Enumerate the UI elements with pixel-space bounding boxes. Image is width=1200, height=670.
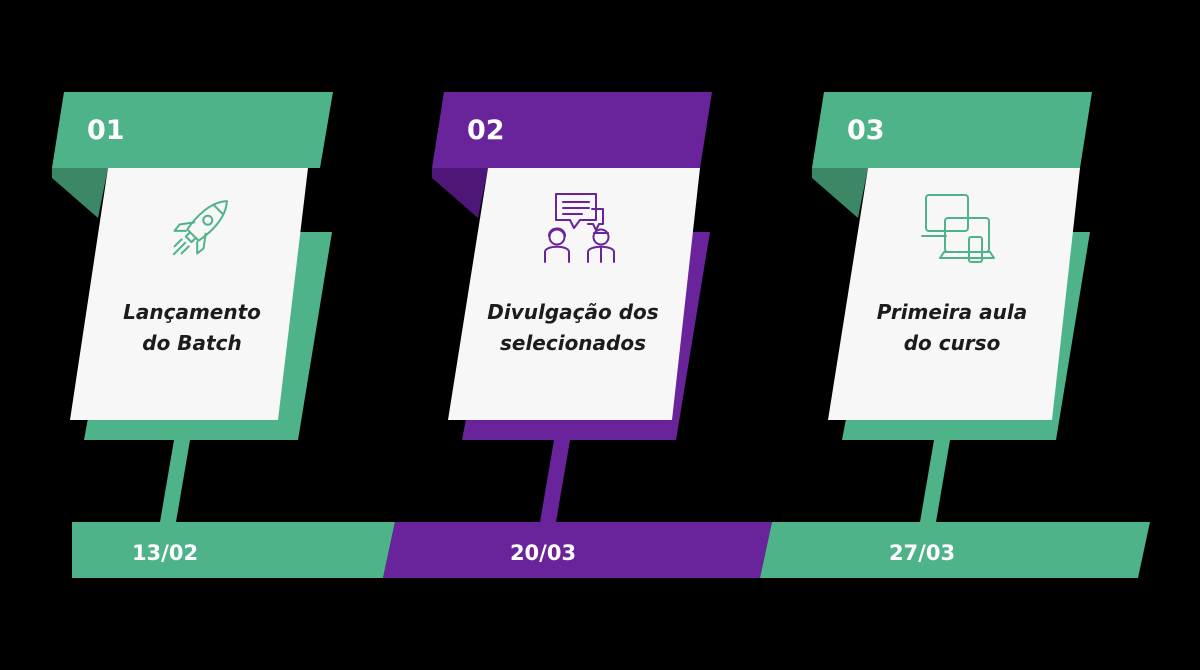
timeline-segment-3 [760,522,1150,578]
step-title-3-line1: Primeira aula [876,300,1028,324]
step-title-2-line2: selecionados [499,331,647,355]
connector-stem-1 [160,440,190,522]
step-title-3-line2: do curso [903,331,1001,355]
step-number-1: 01 [87,115,125,146]
step-title-1: Lançamento do Batch [72,297,312,359]
step-title-2: Divulgação dos selecionados [453,297,693,359]
date-label-1: 13/02 [132,541,198,565]
step-title-3: Primeira aula do curso [832,297,1072,359]
step-1: 01 [52,92,333,522]
header-fold-1 [52,168,108,218]
step-number-3: 03 [847,115,885,146]
step-title-2-line1: Divulgação dos [487,300,659,324]
connector-stem-2 [540,440,570,522]
card-2 [448,168,700,420]
timeline-segment-2 [383,522,772,578]
devices-icon [921,194,995,263]
connector-stem-3 [920,440,950,522]
card-3 [828,168,1080,420]
step-title-1-line2: do Batch [142,331,242,355]
step-3: 03 [812,92,1092,522]
number-banner-3 [812,92,1092,168]
card-1 [70,168,308,420]
date-label-2: 20/03 [510,541,576,565]
timeline-bar: 13/02 20/03 27/03 [72,522,1150,578]
timeline-segment-1 [72,522,395,578]
rocket-icon [172,200,228,256]
people-chat-icon [544,193,615,263]
header-fold-3 [812,168,868,218]
number-banner-2 [432,92,712,168]
step-2: 02 [432,92,712,522]
date-label-3: 27/03 [889,541,955,565]
number-banner-1 [52,92,333,168]
header-fold-2 [432,168,488,218]
step-number-2: 02 [467,115,505,146]
step-title-1-line1: Lançamento [123,300,261,324]
